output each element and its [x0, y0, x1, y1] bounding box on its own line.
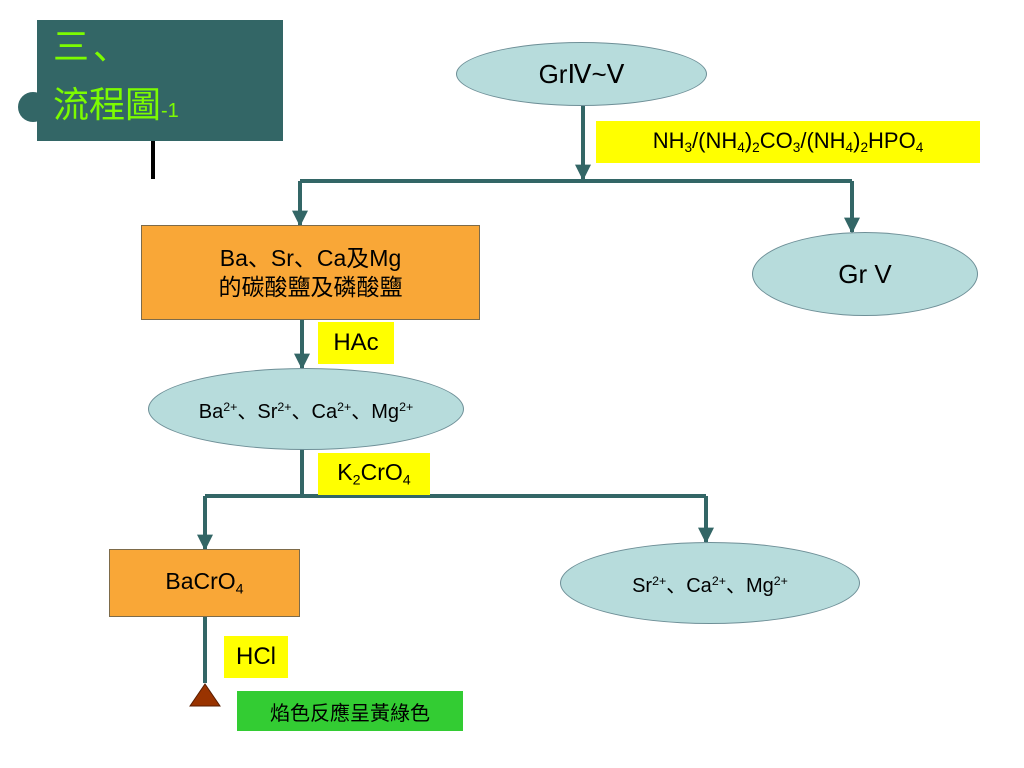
- node-bacro4-formula: BaCrO4: [165, 568, 244, 598]
- node-ions-remaining: Sr2+、Ca2+、Mg2+: [560, 542, 860, 624]
- node-ions-remaining-label: Sr2+、Ca2+、Mg2+: [632, 573, 788, 597]
- node-carbonates-line1: Ba、Sr、Ca及Mg: [219, 244, 402, 271]
- node-group-v: Gr V: [752, 232, 978, 316]
- node-group-iv-v: GrⅣ~Ⅴ: [456, 42, 707, 106]
- node-ions-all: Ba2+、Sr2+、Ca2+、Mg2+: [148, 368, 464, 450]
- reagent-group: NH3/(NH4)2CO3/(NH4)2HPO4: [596, 121, 980, 163]
- node-carbonates-line2: 的碳酸鹽及磷酸鹽: [218, 274, 403, 301]
- reagent-group-formula: NH3/(NH4)2CO3/(NH4)2HPO4: [652, 128, 924, 156]
- flame-triangle-icon: [189, 683, 221, 707]
- reagent-k2cro4-formula: K2CrO4: [337, 459, 411, 489]
- reagent-hac: HAc: [318, 322, 394, 364]
- title-accent-bar: [151, 141, 155, 179]
- node-carbonates-phosphates: Ba、Sr、Ca及Mg 的碳酸鹽及磷酸鹽: [141, 225, 480, 320]
- result-flame-test: 焰色反應呈黃綠色: [237, 691, 463, 731]
- node-ions-all-label: Ba2+、Sr2+、Ca2+、Mg2+: [198, 399, 414, 423]
- reagent-hcl-label: HCl: [236, 643, 276, 670]
- slide-title-text: 流程圖: [53, 85, 162, 126]
- title-panel: [37, 20, 283, 141]
- slide-title-suffix: -1: [161, 100, 179, 122]
- section-number: 三、: [53, 27, 134, 68]
- node-group-v-label: Gr V: [838, 258, 892, 289]
- reagent-hcl: HCl: [224, 636, 288, 678]
- title-bullet-dot: [18, 92, 48, 122]
- reagent-hac-label: HAc: [333, 329, 379, 356]
- node-bacro4: BaCrO4: [109, 549, 300, 617]
- slide-title: 流程圖-1: [53, 86, 179, 131]
- result-flame-test-label: 焰色反應呈黃綠色: [270, 700, 430, 725]
- node-group-iv-v-label: GrⅣ~Ⅴ: [538, 58, 625, 89]
- reagent-k2cro4: K2CrO4: [318, 453, 430, 495]
